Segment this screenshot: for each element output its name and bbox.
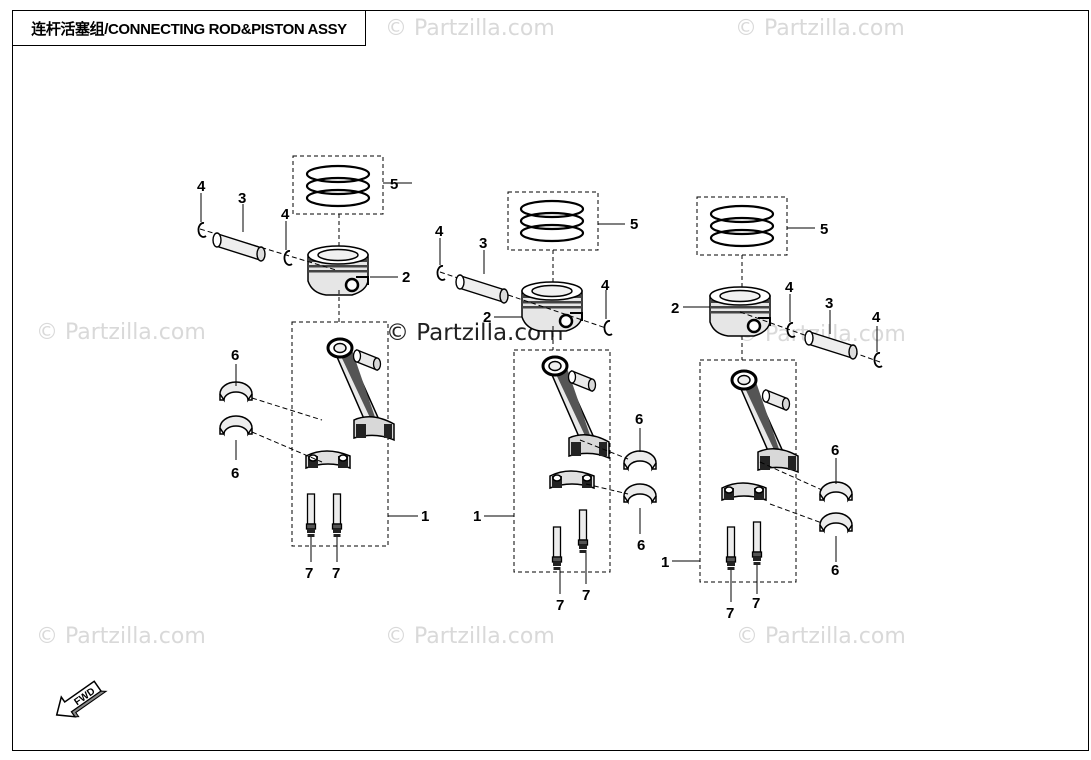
fwd-arrow-icon: FWD: [55, 680, 108, 718]
callout-6: 6: [635, 411, 643, 428]
callout-1: 1: [661, 554, 669, 571]
callout-4: 4: [785, 279, 794, 296]
bearing-shell: [819, 512, 853, 532]
callout-7: 7: [556, 597, 564, 614]
rod-cap: [721, 482, 767, 501]
callout-4: 4: [281, 206, 290, 223]
callout-6: 6: [231, 465, 239, 482]
callout-7: 7: [726, 605, 734, 622]
callout-4: 4: [601, 277, 610, 294]
callout-5: 5: [630, 216, 638, 233]
callout-2: 2: [671, 300, 679, 317]
bearing-shell: [623, 483, 657, 503]
rod-bolt: [725, 526, 737, 571]
small-end-bushing: [761, 389, 791, 411]
callout-5: 5: [820, 221, 828, 238]
connecting-rod: [730, 369, 800, 474]
callout-6: 6: [231, 347, 239, 364]
piston-pin: [455, 274, 509, 304]
bearing-shell: [819, 481, 853, 501]
assembly-right: [672, 196, 883, 602]
rod-cap: [549, 470, 595, 489]
piston-ring-set: [709, 204, 775, 248]
piston-pin-clip: [603, 320, 613, 336]
callout-4: 4: [197, 178, 206, 195]
callout-2: 2: [483, 309, 491, 326]
callout-4: 4: [872, 309, 881, 326]
bearing-shell: [623, 450, 657, 470]
rod-bolt: [551, 526, 563, 571]
callout-7: 7: [332, 565, 340, 582]
callout-3: 3: [238, 190, 246, 207]
rod-bolt: [305, 493, 317, 538]
callout-3: 3: [825, 295, 833, 312]
piston-pin-clip: [873, 352, 883, 368]
rod-cap: [305, 450, 351, 469]
callout-6: 6: [831, 442, 839, 459]
piston: [306, 244, 370, 297]
callout-1: 1: [473, 508, 481, 525]
diagram-title-box: 连杆活塞组/CONNECTING ROD&PISTON ASSY: [12, 10, 366, 46]
piston-pin: [212, 232, 266, 262]
piston-pin-clip: [283, 250, 293, 266]
callout-4: 4: [435, 223, 444, 240]
callout-6: 6: [637, 537, 645, 554]
callout-7: 7: [752, 595, 760, 612]
callout-6: 6: [831, 562, 839, 579]
bearing-shell: [219, 415, 253, 435]
callout-7: 7: [582, 587, 590, 604]
callout-1: 1: [421, 508, 429, 525]
piston: [708, 285, 772, 338]
piston-pin-clip: [786, 322, 796, 338]
piston-ring-set: [305, 164, 371, 208]
callout-7: 7: [305, 565, 313, 582]
rod-bolt: [577, 509, 589, 554]
callout-3: 3: [479, 235, 487, 252]
diagram-title: 连杆活塞组/CONNECTING ROD&PISTON ASSY: [31, 20, 347, 38]
callout-5: 5: [390, 176, 398, 193]
piston: [520, 280, 584, 333]
rod-bolt: [751, 521, 763, 566]
assembly-middle: [436, 191, 657, 594]
piston-pin: [804, 330, 858, 360]
piston-ring-set: [519, 199, 585, 243]
rod-bolt: [331, 493, 343, 538]
callout-2: 2: [402, 269, 410, 286]
